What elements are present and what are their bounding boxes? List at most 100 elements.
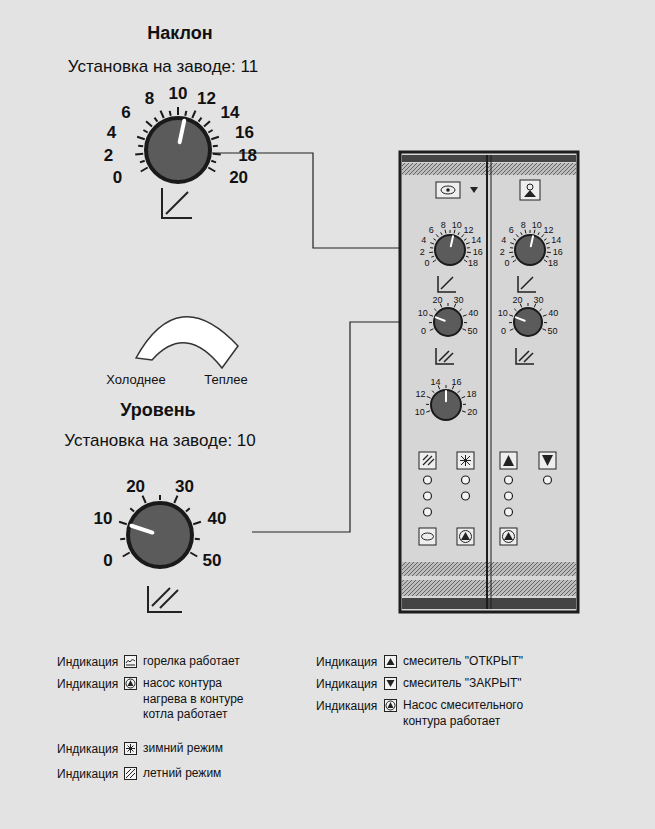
- level-dial: [429, 303, 467, 336]
- controller-panel: [400, 152, 578, 612]
- dial-tick: [444, 230, 446, 234]
- controller-panel: [491, 155, 492, 609]
- dial-pointer: [436, 317, 445, 320]
- dial-tick: [544, 239, 546, 241]
- dial-tick: [119, 522, 127, 524]
- dial-tick: [432, 391, 434, 393]
- dial-tick: [538, 232, 539, 235]
- scale-number: 12: [415, 390, 425, 400]
- dial-tick: [528, 303, 529, 306]
- scale-number: 10: [532, 221, 542, 231]
- dial-tick: [446, 385, 447, 388]
- controller-panel: [503, 531, 515, 543]
- dial-tick: [521, 232, 522, 235]
- controller-panel: [436, 182, 460, 198]
- dial-tick: [458, 391, 460, 393]
- legend-text: смеситель "ОТКРЫТ": [403, 654, 523, 670]
- dial-tick: [546, 256, 549, 257]
- scale-number: 16: [451, 378, 461, 388]
- dial-tick: [429, 322, 432, 323]
- dial-tick: [544, 322, 547, 323]
- scale-number: 16: [473, 248, 483, 258]
- scale-number: 0: [103, 552, 112, 571]
- legend-icon-part: [125, 656, 137, 668]
- dial-knob: [434, 308, 462, 336]
- dial-tick: [211, 137, 219, 139]
- dial-tick: [466, 256, 469, 257]
- dial-tick: [509, 322, 512, 323]
- controller-panel: [505, 508, 513, 516]
- dial-tick: [510, 329, 514, 331]
- scale-number: 40: [208, 510, 227, 529]
- dial-tick: [463, 315, 467, 316]
- dial-tick: [463, 404, 466, 405]
- dial-tick: [547, 252, 551, 254]
- legend-icon: [384, 677, 397, 690]
- controller-panel: [505, 476, 513, 484]
- dial-tick: [186, 508, 190, 511]
- dial-tick: [135, 153, 143, 156]
- scale-number: 10: [93, 510, 112, 529]
- scale-number: 14: [221, 103, 240, 122]
- scale-number: 4: [501, 236, 506, 246]
- scale-number: 20: [512, 296, 522, 306]
- dial-tick: [138, 145, 143, 148]
- dial-pointer: [180, 121, 185, 143]
- scale-number: 30: [534, 296, 544, 306]
- dial-tick: [434, 309, 436, 311]
- dial-tick: [464, 322, 467, 323]
- caption-text: Наклон: [147, 24, 212, 44]
- legend-icon-part: [125, 743, 137, 755]
- controller-panel: [402, 580, 576, 596]
- dial-tick: [146, 121, 152, 126]
- legend-icon-part: [387, 680, 395, 687]
- dial-tick: [174, 496, 177, 503]
- controller-panel: [503, 455, 514, 466]
- legend-icon-part: [386, 701, 395, 710]
- legend-text: зимний режим: [143, 741, 223, 757]
- scale-number: 14: [551, 236, 561, 246]
- controller-panel: [461, 532, 470, 540]
- legend-text: насос контура нагрева в контуре котла ра…: [143, 676, 261, 723]
- dial-tick: [161, 111, 164, 118]
- dial-tick: [430, 243, 434, 244]
- scale-number: 20: [467, 408, 477, 418]
- dial-knob: [128, 503, 192, 567]
- dial-tick: [137, 137, 145, 139]
- legend-icon-part: [387, 658, 395, 665]
- scale-number: 30: [454, 296, 464, 306]
- dial-tick: [547, 247, 550, 248]
- legend-icon: [124, 677, 137, 690]
- leader-line: [212, 153, 402, 248]
- dial-knob: [515, 235, 545, 265]
- dial-tick: [450, 230, 451, 233]
- caption-text: Холоднее: [106, 373, 165, 387]
- scale-number: 18: [238, 147, 257, 166]
- legend-icon-part: [126, 744, 135, 753]
- legend-icon-part: [385, 700, 397, 712]
- dial-knob: [514, 308, 542, 336]
- scale-number: 10: [452, 221, 462, 231]
- dial-tick: [510, 247, 513, 248]
- legend-row: насос контура нагрева в контуре котла ра…: [124, 676, 261, 723]
- caption-text: Индикация: [316, 700, 377, 713]
- controller-panel: [402, 598, 576, 609]
- controller-panel: [516, 348, 534, 364]
- controller-panel: [457, 452, 474, 469]
- room-temperature-dial: [426, 385, 466, 420]
- controller-panel: [518, 276, 536, 292]
- controller-panel: [504, 532, 513, 540]
- controller-panel: [505, 492, 513, 500]
- level-symbol: [148, 586, 182, 612]
- legend-icon: [124, 655, 137, 668]
- slope-symbol: [162, 188, 192, 218]
- legend-text: смеситель "ЗАКРЫТ": [403, 676, 522, 692]
- dial-tick: [141, 168, 148, 172]
- controller-panel: [446, 188, 450, 192]
- legend-icon: [384, 655, 397, 668]
- level-symbol: [152, 588, 170, 606]
- scale-number: 0: [421, 327, 426, 337]
- scale-number: 10: [498, 309, 508, 319]
- dial-tick: [510, 243, 514, 244]
- dial-pointer: [516, 317, 525, 320]
